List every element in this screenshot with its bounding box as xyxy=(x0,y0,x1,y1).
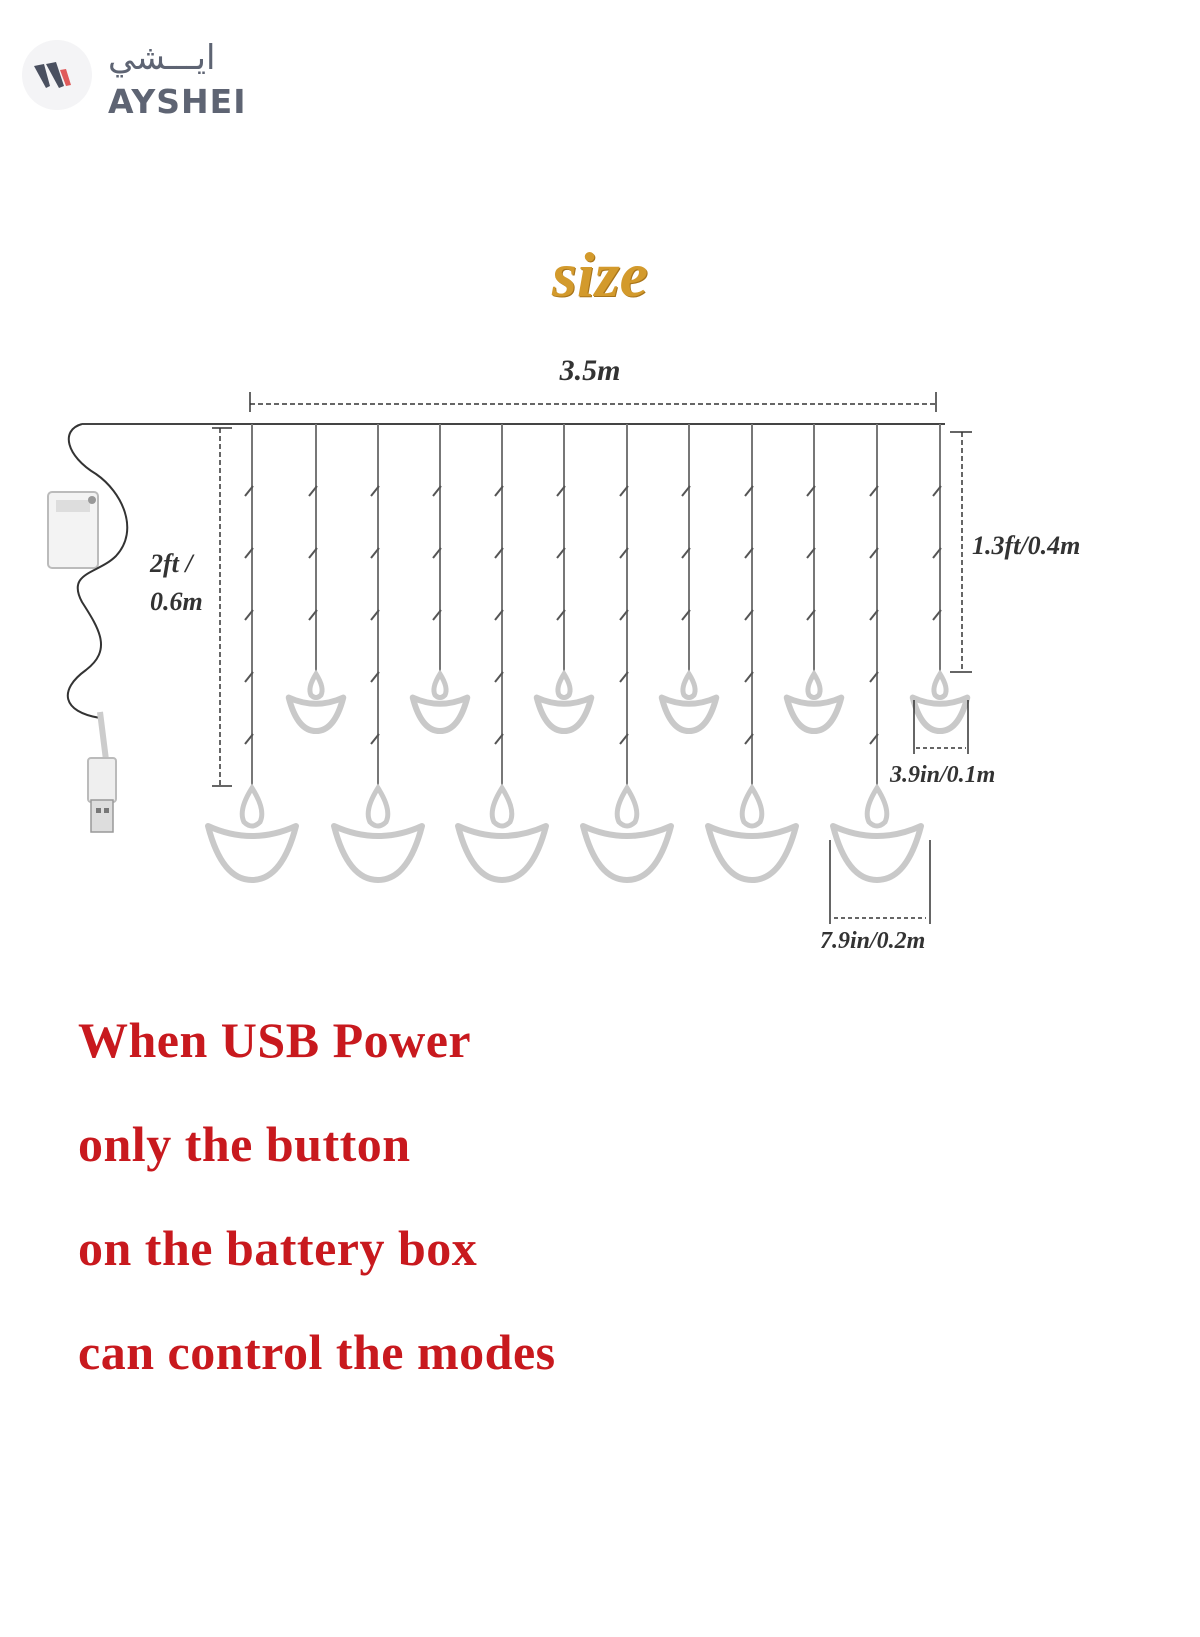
large-pendant-label: 7.9in/0.2m xyxy=(820,928,925,954)
small-pendant-lamp xyxy=(658,669,720,735)
long-strand xyxy=(494,424,504,788)
long-strand xyxy=(744,424,754,788)
caption-line: only the button xyxy=(78,1116,411,1172)
long-strand xyxy=(619,424,629,788)
large-pendant-lamp xyxy=(205,783,299,883)
short-drop-label: 1.3ft/0.4m xyxy=(972,531,1080,560)
usb-plug xyxy=(87,711,117,833)
power-cable xyxy=(66,423,129,719)
small-pendant-lamp xyxy=(909,669,971,735)
caption-line: can control the modes xyxy=(78,1324,556,1380)
short-drop-dimension-line xyxy=(950,431,972,673)
short-strand xyxy=(432,424,442,674)
caption-line: on the battery box xyxy=(78,1220,478,1276)
long-drop-label-line2: 0.6m xyxy=(150,587,203,616)
caption-line: When USB Power xyxy=(78,1012,472,1068)
large-pendant-lamp xyxy=(580,783,674,883)
short-strand xyxy=(556,424,566,674)
long-strand xyxy=(370,424,380,788)
small-pendant-lamp xyxy=(533,669,595,735)
long-strand xyxy=(244,424,254,788)
usb-power-note: When USB Power only the button on the ba… xyxy=(78,988,556,1404)
light-strands xyxy=(205,424,971,883)
long-drop-dimension-line xyxy=(212,427,232,787)
long-strand xyxy=(869,424,879,788)
small-pendant-lamp xyxy=(285,669,347,735)
short-strand xyxy=(308,424,318,674)
long-drop-label-line1: 2ft / xyxy=(149,549,195,578)
brand-name: AYSHEI xyxy=(108,82,247,121)
battery-box xyxy=(47,491,99,569)
large-pendant-lamp xyxy=(705,783,799,883)
large-pendant-lamp xyxy=(830,783,924,883)
small-pendant-label: 3.9in/0.1m xyxy=(889,762,995,788)
large-pendant-lamp xyxy=(331,783,425,883)
large-pendant-lamp xyxy=(455,783,549,883)
brand-logo: ايـــشي AYSHEI xyxy=(22,38,272,121)
short-strand xyxy=(681,424,691,674)
large-pendant-dimension-line xyxy=(829,840,931,924)
short-strand xyxy=(932,424,942,674)
small-pendant-lamp xyxy=(783,669,845,735)
short-strand xyxy=(806,424,816,674)
size-heading: size xyxy=(552,239,648,310)
ayshei-logo-icon xyxy=(22,40,92,110)
small-pendant-lamp xyxy=(409,669,471,735)
curtain-light-diagram: 3.5m 2ft / 0.6m 1.3ft/0.4m 3.9in/0.1m 7.… xyxy=(47,354,1080,954)
brand-name-arabic: ايـــشي xyxy=(108,38,216,78)
small-pendant-dimension-line xyxy=(913,700,969,754)
width-dimension-line xyxy=(249,392,937,412)
total-width-label: 3.5m xyxy=(559,354,621,387)
